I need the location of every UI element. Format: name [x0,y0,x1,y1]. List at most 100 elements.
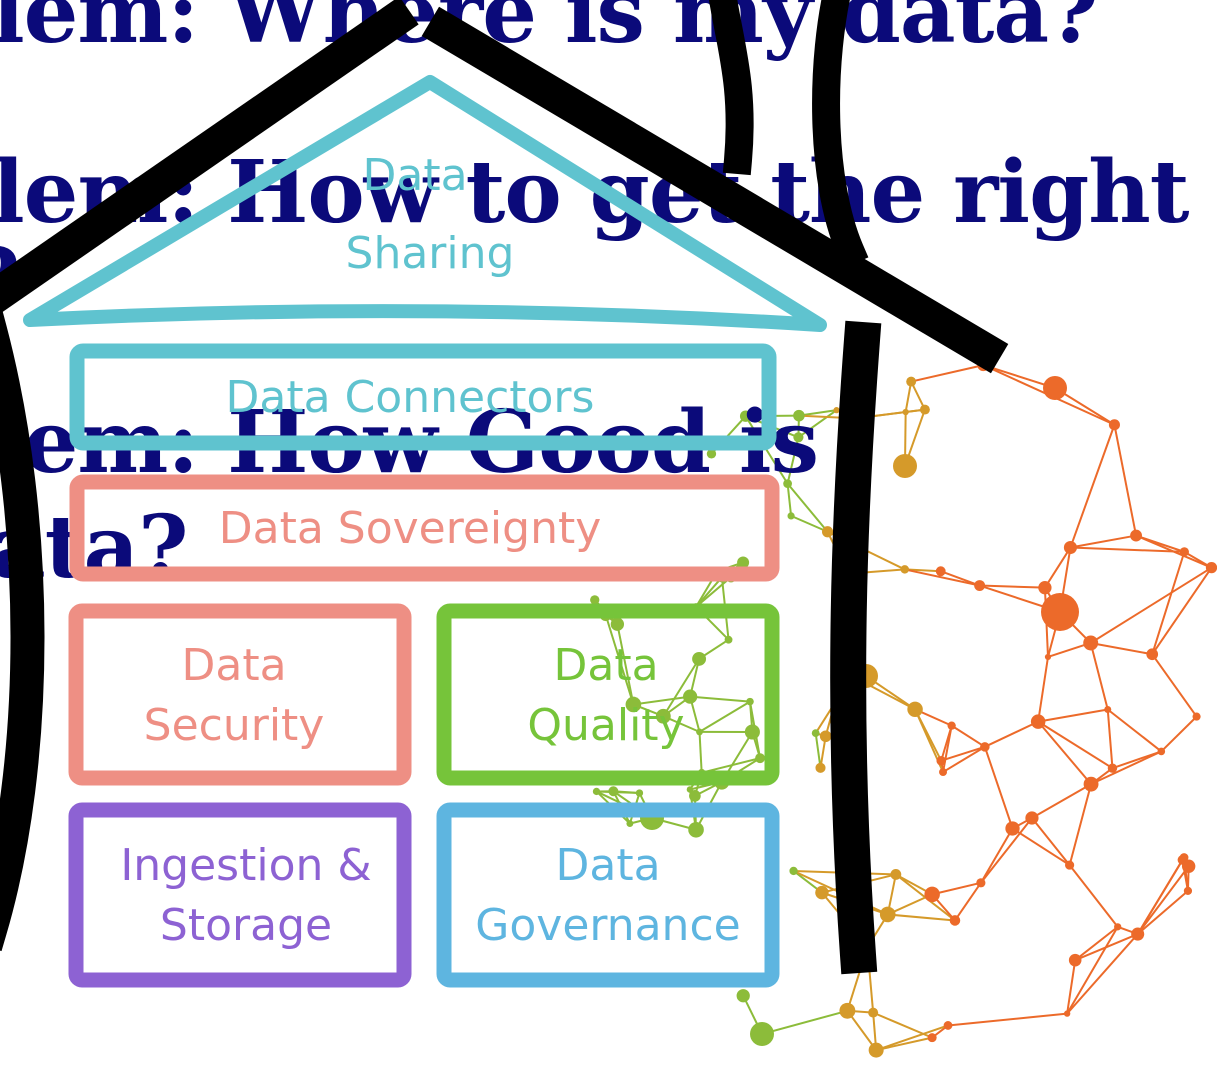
network-node [1108,419,1120,431]
network-edge [699,700,751,733]
network-node [1043,376,1067,400]
network-edge [633,695,691,706]
network-node [626,820,634,828]
quality-label-line1: Data [553,640,658,691]
network-edge [616,623,635,705]
network-edge [1106,709,1114,769]
network-node [907,701,923,718]
network-node [750,1022,774,1046]
network-edge [931,881,982,896]
network-node [936,756,946,766]
network-node [590,595,600,605]
network-node [755,753,765,764]
ingestion-label-line1: Ingestion & [120,840,371,891]
network-node [1179,547,1189,557]
network-edge [983,746,1014,829]
wall-right [830,320,882,975]
roof-left-stroke [0,0,419,314]
network-edge [1011,827,1071,866]
ingestion-label-line2: Storage [160,900,332,951]
network-node [833,407,840,414]
network-edge [942,745,986,773]
network-node [1030,714,1046,729]
network-node [1181,859,1196,873]
network-edge [984,720,1039,748]
network-node [935,566,946,577]
network-edge [1090,641,1153,656]
network-edge [951,724,986,748]
network-node [683,689,698,704]
house-outline [0,0,1009,975]
network-node [706,449,717,459]
network-node [1083,776,1099,792]
network-edge [695,576,723,608]
roof-data-sharing-frame [23,75,827,332]
network-edge [790,514,828,533]
network-edge [797,409,838,439]
network-edge [1037,708,1108,723]
network-edge [1074,926,1119,961]
roof-right-stroke [421,6,1009,374]
chimney-left [708,0,754,176]
network-edge [940,745,986,762]
governance-box [436,802,780,988]
network-node [815,762,826,773]
sovereignty-label: Data Sovereignty [219,503,602,554]
network-node [692,651,707,666]
network-edge [1070,534,1137,549]
network-edge [1090,750,1162,786]
security-label-line2: Security [144,700,325,751]
network-edge [1160,715,1198,753]
network-node [1063,1010,1071,1017]
network-edge [604,614,635,705]
network-node [890,869,902,880]
network-node [608,786,619,797]
network-edge [1090,566,1213,644]
network-node [1068,953,1082,967]
connectors-label: Data Connectors [226,372,595,423]
network-node [688,821,704,838]
network-node [924,886,940,903]
network-edge [1137,890,1189,935]
network-edge [904,568,980,587]
network-edge [875,1036,933,1052]
network-node [1205,562,1217,574]
network-node [900,565,910,574]
network-edge [979,827,1014,884]
network-node [1083,635,1099,651]
network-node [737,556,750,569]
chimney-right [812,0,869,269]
network-edge [910,364,984,383]
network-edge [1151,551,1186,655]
network-node [939,768,948,777]
network-node [1130,529,1142,542]
network-edge [1068,783,1093,866]
network-edge [1135,534,1185,553]
network-node [947,721,956,730]
network-edge [910,381,926,411]
network-node [1063,541,1077,555]
network-node [1157,747,1166,756]
network-node [1044,653,1052,661]
network-node [1114,923,1122,931]
network-edge [1113,424,1138,536]
network-node [1104,705,1112,714]
network-node [793,409,805,422]
network-node [1179,853,1189,862]
network-edge [980,817,1033,884]
network-node [744,724,760,740]
governance-label-line1: Data [555,840,660,891]
network-edge [914,708,943,762]
network-node [815,885,829,900]
quality-label-line2: Quality [527,700,684,751]
network-edge [1074,933,1139,962]
network-edge [786,483,793,516]
network-node [821,526,834,538]
network-edge [761,1009,848,1035]
network-node [879,906,896,923]
network-edge [1037,656,1049,722]
network-node [625,696,642,713]
network-edge [1066,926,1119,1015]
network-edge [904,381,913,413]
